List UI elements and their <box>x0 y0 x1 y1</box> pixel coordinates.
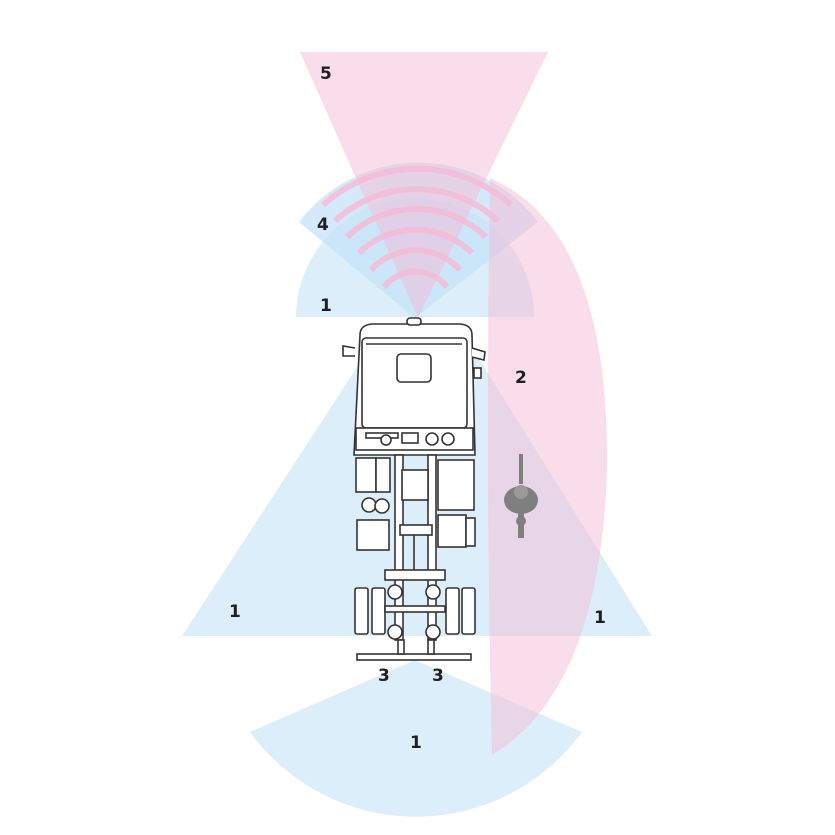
pink-zones <box>300 52 608 755</box>
label-rear-left: 3 <box>378 666 390 686</box>
label-right-side: 2 <box>515 368 527 388</box>
truck-icon <box>342 317 486 661</box>
zone-front-far <box>300 52 548 318</box>
zone-labels: 5 4 1 2 1 1 3 3 1 <box>229 64 606 753</box>
label-rear-right: 3 <box>432 666 444 686</box>
label-rear: 1 <box>410 733 422 753</box>
zone-right-side <box>487 178 608 755</box>
person-icon <box>504 454 538 538</box>
label-front-near: 1 <box>320 296 332 316</box>
label-front-radar: 4 <box>317 215 329 235</box>
label-left-side: 1 <box>229 602 241 622</box>
label-right-near: 1 <box>594 608 606 628</box>
label-front-far: 5 <box>320 64 332 84</box>
